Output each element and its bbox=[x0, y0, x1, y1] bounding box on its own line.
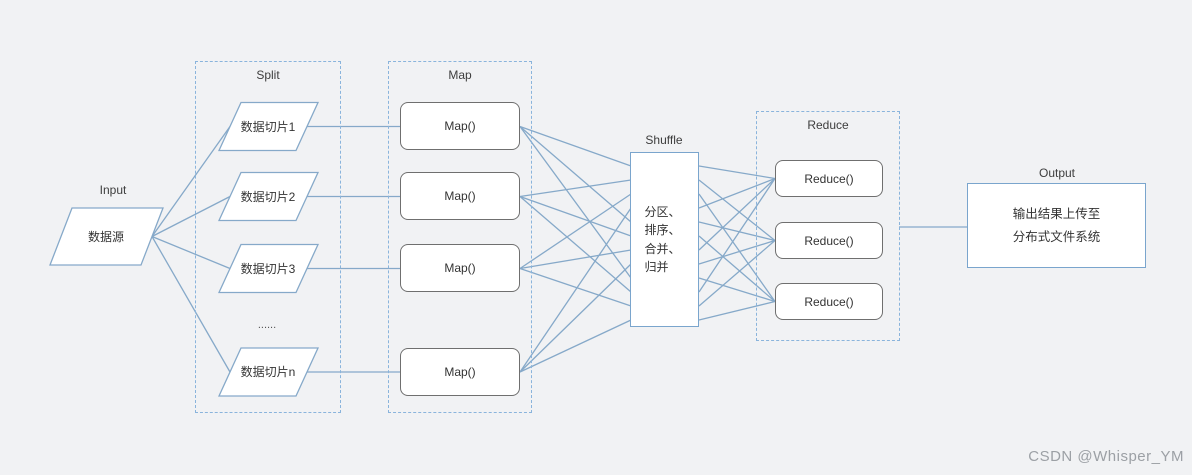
connector-line bbox=[698, 178, 776, 251]
split-group-label: Split bbox=[256, 68, 280, 82]
reduce-group-label: Reduce bbox=[807, 118, 849, 132]
connector-line bbox=[698, 277, 776, 303]
data-slice-2-shape bbox=[217, 171, 320, 222]
connector-line bbox=[519, 193, 632, 270]
map-node-4: Map() bbox=[400, 348, 520, 396]
input-section-label: Input bbox=[99, 183, 127, 197]
output-box: 输出结果上传至 分布式文件系统 bbox=[967, 183, 1146, 268]
data-slice-1-label: 数据切片1 bbox=[240, 120, 296, 134]
shuffle-step-merge: 归并 bbox=[644, 260, 669, 274]
csdn-watermark: CSDN @Whisper_YM bbox=[1028, 448, 1184, 465]
map-group-label: Map bbox=[448, 68, 472, 82]
slice-ellipsis: ...... bbox=[257, 319, 277, 331]
connector-line bbox=[519, 196, 632, 293]
connector-line bbox=[698, 221, 776, 242]
connector-line bbox=[151, 195, 231, 238]
connector-line bbox=[698, 178, 776, 293]
connector-line bbox=[519, 319, 632, 373]
shuffle-label: Shuffle bbox=[645, 133, 683, 147]
connector-line bbox=[151, 235, 231, 270]
connector-line bbox=[698, 235, 776, 302]
connector-line bbox=[698, 240, 776, 307]
connector-line bbox=[698, 239, 776, 265]
connector-line bbox=[698, 179, 776, 242]
connector-line bbox=[519, 207, 632, 373]
shuffle-step-combine: 合并、 bbox=[644, 241, 681, 256]
data-slice-n-shape bbox=[217, 347, 320, 397]
map-group: Map bbox=[388, 61, 532, 413]
output-text-line-2: 分布式文件系统 bbox=[1012, 229, 1101, 244]
output-label: Output bbox=[1038, 166, 1076, 180]
connector-line bbox=[519, 249, 632, 270]
connector-line bbox=[519, 125, 632, 167]
data-slice-2-label: 数据切片2 bbox=[240, 190, 296, 204]
connector-line bbox=[698, 300, 776, 321]
connector-line bbox=[698, 165, 776, 180]
data-slice-3-label: 数据切片3 bbox=[240, 262, 296, 276]
connector-line bbox=[698, 177, 776, 209]
connector-line bbox=[519, 267, 632, 307]
data-slice-1-shape bbox=[217, 101, 320, 152]
connector-line bbox=[519, 195, 632, 237]
reduce-group: Reduce bbox=[756, 111, 900, 341]
map-node-3: Map() bbox=[400, 244, 520, 292]
shuffle-box: 分区、 排序、 合并、 归并 bbox=[630, 152, 699, 327]
split-group: Split bbox=[195, 61, 341, 413]
map-node-1: Map() bbox=[400, 102, 520, 150]
shuffle-step-partition: 分区、 bbox=[644, 204, 681, 219]
data-source-shape bbox=[49, 207, 164, 266]
data-source-label: 数据源 bbox=[87, 230, 124, 244]
reduce-node-3: Reduce() bbox=[775, 283, 883, 320]
connector-line bbox=[519, 263, 632, 373]
reduce-node-1: Reduce() bbox=[775, 160, 883, 197]
data-slice-n-label: 数据切片n bbox=[240, 365, 296, 379]
shuffle-step-sort: 排序、 bbox=[644, 223, 681, 237]
connector-line bbox=[151, 126, 231, 237]
connector-line bbox=[698, 193, 776, 302]
map-node-2: Map() bbox=[400, 172, 520, 220]
connector-line bbox=[151, 236, 231, 373]
reduce-node-2: Reduce() bbox=[775, 222, 883, 259]
connector-line bbox=[519, 179, 632, 198]
data-slice-3-shape bbox=[217, 243, 320, 294]
output-text-line-1: 输出结果上传至 bbox=[1012, 206, 1101, 221]
